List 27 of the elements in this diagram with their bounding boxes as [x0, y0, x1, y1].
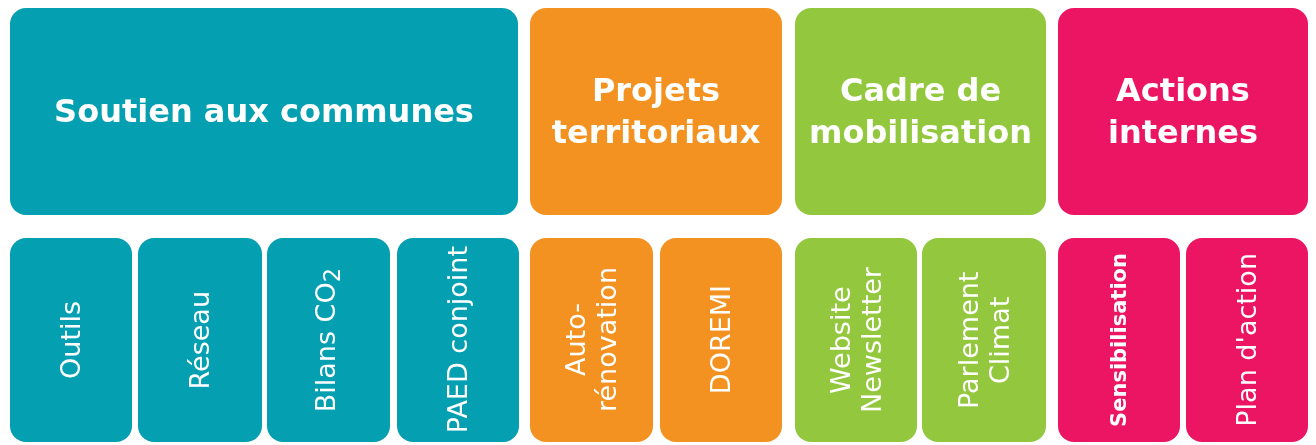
item-label: Sensibilisation [1106, 253, 1132, 427]
item-label: Réseau [184, 290, 216, 390]
item-box [660, 238, 782, 442]
item-box [1058, 238, 1180, 442]
item-label: Outils [55, 301, 87, 379]
item-box [795, 238, 917, 442]
item-label: Website Newsletter [824, 266, 888, 415]
item-box [10, 238, 132, 442]
item-box [267, 238, 390, 442]
item-box [530, 238, 653, 442]
category-title: Actions internes [1106, 69, 1260, 153]
category-box [10, 8, 518, 215]
category-box [1058, 8, 1308, 215]
item-box [397, 238, 519, 442]
item-box [1186, 238, 1308, 442]
category-box [795, 8, 1046, 215]
item-box [138, 238, 262, 442]
item-label: PAED conjoint [442, 246, 474, 434]
item-label: DOREMI [705, 285, 737, 395]
category-title: Projets territoriaux [550, 69, 762, 153]
item-label: Auto-rénovation [560, 266, 623, 415]
category-box [530, 8, 782, 215]
category-title: Soutien aux communes [53, 90, 475, 132]
item-box [922, 238, 1046, 442]
category-title: Cadre de mobilisation [808, 69, 1033, 153]
item-label: Parlement Climat [952, 270, 1016, 411]
item-label: Plan d'action [1231, 253, 1263, 427]
